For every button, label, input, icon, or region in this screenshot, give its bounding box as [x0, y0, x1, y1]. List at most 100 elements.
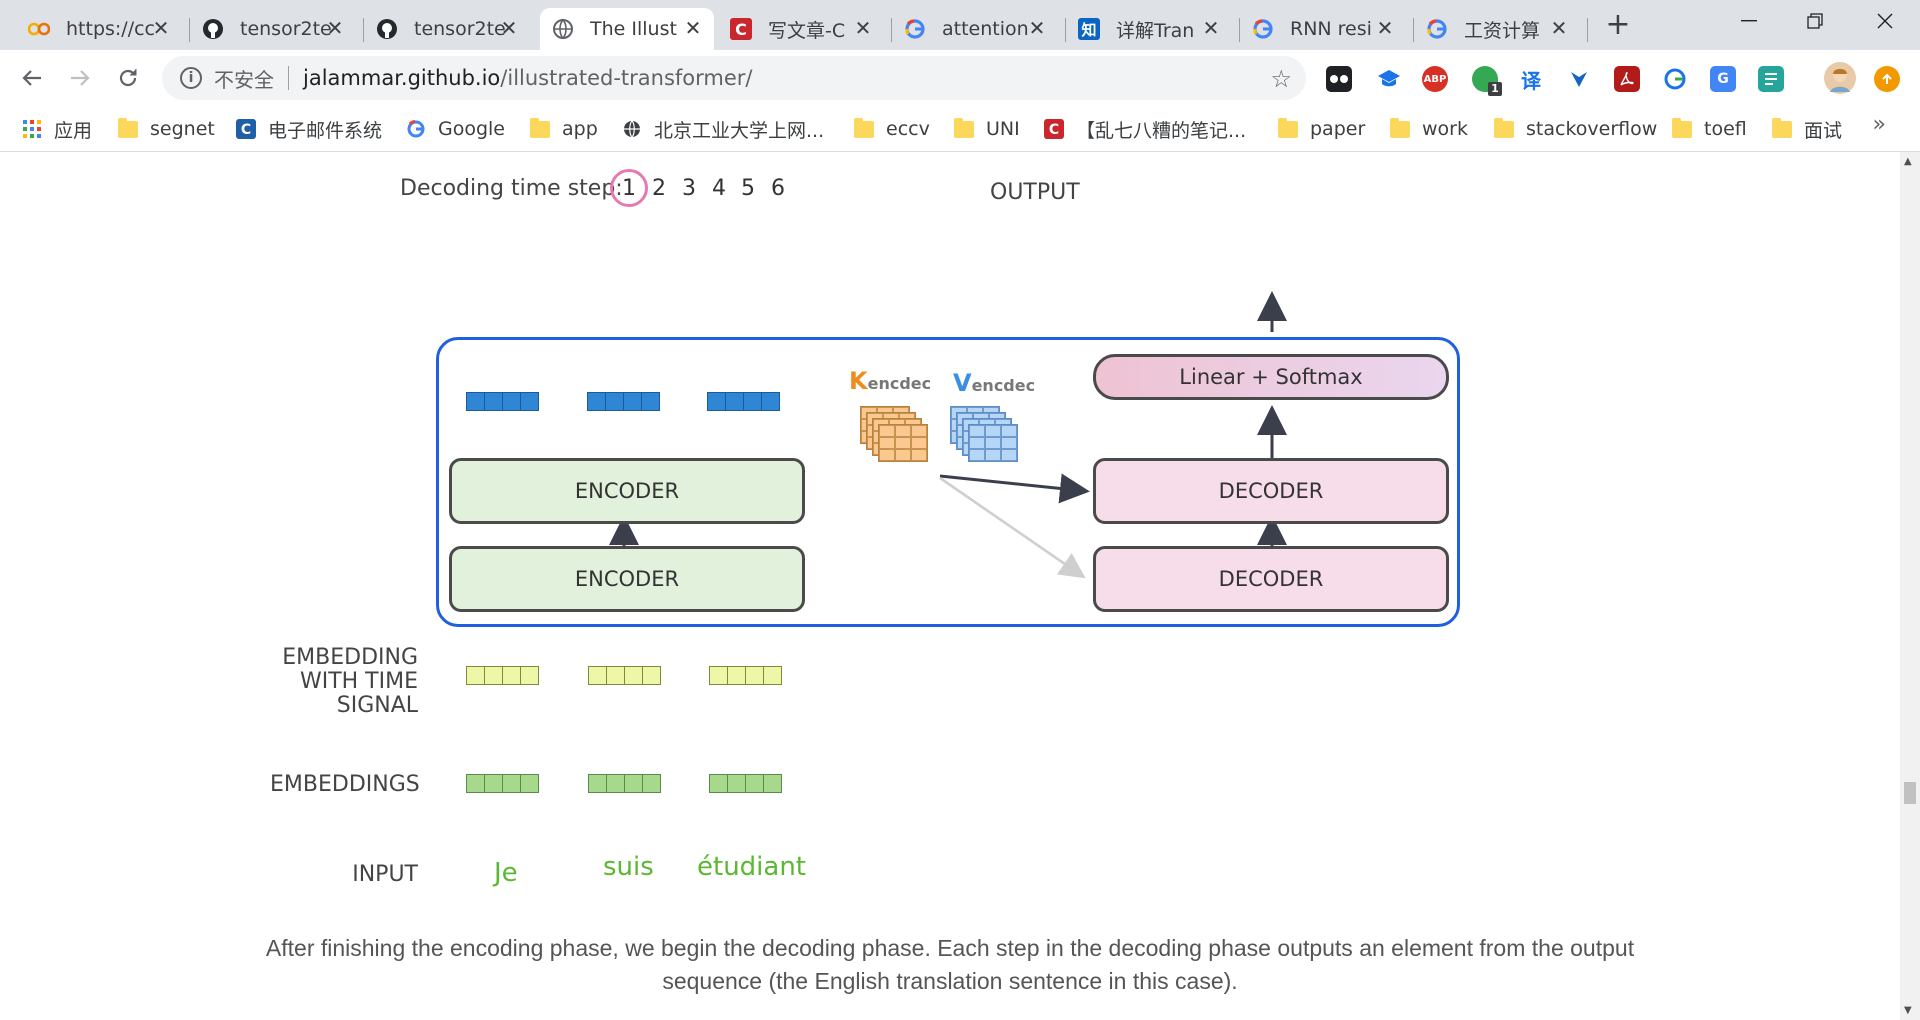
bookmark-label: Google [438, 118, 506, 140]
tab-title: 工资计算 [1464, 19, 1541, 42]
encoder-block-bottom: ENCODER [449, 546, 805, 612]
address-bar[interactable]: i 不安全 jalammar.github.io/illustrated-tra… [162, 56, 1306, 100]
tab-separator [363, 18, 364, 42]
close-icon[interactable]: ✕ [854, 16, 872, 40]
restore-button[interactable] [1782, 0, 1848, 42]
folder-icon [1772, 117, 1792, 138]
globe-icon [624, 120, 640, 138]
grammar-icon[interactable] [1662, 66, 1688, 92]
close-icon[interactable]: ✕ [1028, 16, 1046, 40]
bookmark-folder[interactable]: eccv [854, 114, 930, 144]
folder-icon [1278, 117, 1298, 138]
tab[interactable]: 知 详解Tran ✕ [1066, 8, 1232, 50]
window-close-button[interactable] [1852, 0, 1918, 42]
forward-button[interactable] [60, 58, 100, 98]
folder-icon [854, 117, 874, 138]
scroll-down-icon[interactable]: ▼ [1904, 1005, 1912, 1016]
bookmark-folder[interactable]: toefl [1672, 114, 1747, 144]
bookmark-label: UNI [986, 118, 1020, 140]
bookmark-folder[interactable]: stackoverflow [1494, 114, 1657, 144]
bookmark-label: 北京工业大学上网... [654, 119, 825, 142]
reload-button[interactable] [108, 58, 148, 98]
csdn-icon: C [730, 18, 752, 40]
back-button[interactable] [12, 58, 52, 98]
tampermonkey-icon[interactable] [1326, 66, 1352, 92]
more-bookmarks-icon[interactable]: » [1872, 112, 1886, 137]
close-icon[interactable]: ✕ [152, 16, 170, 40]
tab[interactable]: attention ✕ [892, 8, 1058, 50]
google-icon [1252, 18, 1274, 40]
csdn-icon: C [1044, 119, 1064, 139]
bookmark-label: 电子邮件系统 [268, 119, 383, 142]
vpn-icon[interactable] [1566, 66, 1592, 92]
minimize-button[interactable] [1716, 0, 1782, 42]
step-number: 2 [652, 176, 666, 201]
back-arrow-icon [22, 70, 41, 86]
bookmark-folder[interactable]: segnet [118, 114, 215, 144]
bookmark-folder[interactable]: paper [1278, 114, 1365, 144]
bookmark-folder[interactable]: work [1390, 114, 1468, 144]
linear-softmax-block: Linear + Softmax [1093, 354, 1449, 400]
bookmark-label: 【乱七八糟的笔记... [1076, 119, 1247, 142]
tab-title: The Illust [590, 18, 677, 40]
folder-icon [118, 117, 138, 138]
bookmark-folder[interactable]: app [530, 114, 598, 144]
google-icon [407, 120, 425, 138]
embedding-vector [466, 774, 539, 793]
close-icon[interactable]: ✕ [1376, 16, 1394, 40]
close-icon[interactable]: ✕ [500, 16, 518, 40]
bookmark-link[interactable]: C 【乱七八糟的笔记... [1044, 114, 1246, 144]
shield-icon[interactable]: 1 [1472, 66, 1502, 96]
tab[interactable]: https://cc ✕ [16, 8, 182, 50]
tab-separator [189, 18, 190, 42]
tab-active[interactable]: The Illust ✕ [540, 8, 714, 50]
page-scrollbar[interactable]: ▲ ▼ [1900, 152, 1920, 1020]
tab[interactable]: tensor2te ✕ [364, 8, 530, 50]
info-icon[interactable]: i [180, 67, 202, 89]
tab-title: tensor2te [240, 18, 332, 40]
page-content: Decoding time step: 1 2 3 4 5 6 OUTPUT E… [0, 152, 1900, 1020]
tab[interactable]: C 写文章-C ✕ [718, 8, 884, 50]
encoder-output-vector [707, 392, 780, 411]
bookmark-link[interactable]: Google [406, 114, 505, 144]
bookmarks-bar: 应用 segnet C 电子邮件系统 Google app 北京工业大学上网..… [0, 106, 1920, 152]
translate-extension-icon[interactable]: 译 [1521, 68, 1541, 93]
pdf-icon[interactable] [1614, 66, 1640, 92]
scroll-up-icon[interactable]: ▲ [1904, 156, 1912, 167]
folder-icon [1672, 117, 1692, 138]
current-step-marker [610, 169, 648, 207]
bookmark-apps[interactable]: 应用 [22, 114, 92, 144]
new-tab-button[interactable]: + [1605, 7, 1631, 42]
adblock-icon[interactable]: ABP [1422, 66, 1448, 92]
input-word: étudiant [697, 852, 807, 882]
url-path[interactable]: /illustrated-transformer/ [500, 66, 753, 90]
bookmark-link[interactable]: C 电子邮件系统 [236, 114, 382, 144]
folder-icon [954, 117, 974, 138]
bookmark-folder[interactable]: 面试 [1772, 114, 1842, 144]
bookmark-folder[interactable]: UNI [954, 114, 1020, 144]
tab[interactable]: tensor2te ✕ [190, 8, 356, 50]
profile-avatar[interactable] [1824, 62, 1856, 94]
bookmark-link[interactable]: 北京工业大学上网... [622, 114, 824, 144]
close-icon[interactable]: ✕ [1550, 16, 1568, 40]
graduation-cap-icon[interactable] [1376, 66, 1402, 92]
step-number: 5 [741, 176, 755, 201]
globe-icon [552, 18, 574, 40]
time-signal-vector [709, 666, 782, 685]
tab[interactable]: 工资计算 ✕ [1414, 8, 1580, 50]
google-translate-icon[interactable]: G [1710, 66, 1736, 92]
update-icon[interactable] [1874, 66, 1900, 92]
security-status[interactable]: 不安全 [214, 67, 274, 92]
close-icon[interactable]: ✕ [326, 16, 344, 40]
divider [288, 66, 289, 90]
url-host[interactable]: jalammar.github.io [303, 66, 501, 90]
close-icon[interactable]: ✕ [1202, 16, 1220, 40]
tab[interactable]: RNN resi ✕ [1240, 8, 1406, 50]
tab-strip: https://cc ✕ tensor2te ✕ tensor2te ✕ The… [0, 0, 1920, 50]
close-icon[interactable]: ✕ [684, 16, 702, 40]
bookmark-star-icon[interactable]: ☆ [1270, 65, 1292, 93]
zhihu-icon: 知 [1078, 18, 1100, 40]
scrollbar-thumb[interactable] [1904, 782, 1916, 804]
notes-extension-icon[interactable] [1758, 66, 1784, 92]
tab-separator [1239, 18, 1240, 42]
